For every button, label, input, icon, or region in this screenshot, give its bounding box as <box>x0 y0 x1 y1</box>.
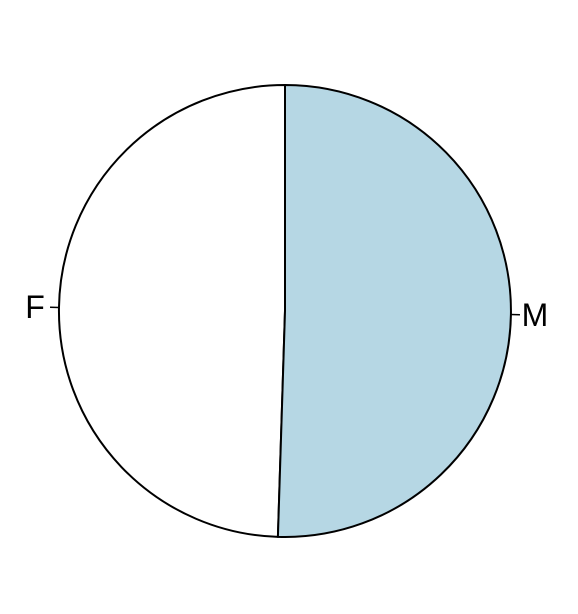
label-ticks <box>50 306 520 316</box>
pie-slice-m <box>276 84 512 538</box>
pie-slices <box>57 84 512 538</box>
pie-slice-f <box>57 84 286 538</box>
slice-label-f: F <box>25 289 45 325</box>
slice-label-m: M <box>522 297 549 333</box>
